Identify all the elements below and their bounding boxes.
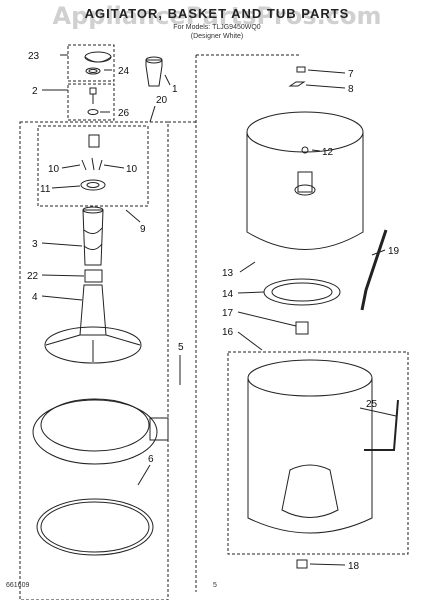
footer-code: 661609	[6, 582, 30, 589]
group-box-20	[19, 121, 169, 600]
group-box-23	[67, 44, 115, 82]
part-22-ratchet	[84, 269, 103, 283]
part-8-bracket	[288, 81, 306, 87]
callout-1: 1	[172, 84, 178, 95]
group-box-2	[67, 83, 115, 121]
callout-3: 3	[32, 239, 38, 250]
callout-5: 5	[178, 342, 184, 353]
callout-2: 2	[32, 86, 38, 97]
footer-page-number: 5	[213, 582, 217, 589]
callout-23: 23	[28, 51, 40, 62]
callout-4: 4	[32, 292, 38, 303]
callout-11: 11	[40, 184, 51, 195]
callout-18: 18	[348, 561, 360, 572]
callout-16: 16	[222, 327, 234, 338]
diagram-title: AGITATOR, BASKET AND TUB PARTS	[84, 6, 350, 21]
callout-13: 13	[222, 268, 234, 279]
callout-14: 14	[222, 289, 234, 300]
part-25-tube	[364, 399, 399, 451]
part-3-barrel	[82, 209, 104, 266]
callout-7: 7	[348, 69, 354, 80]
part-6-tub-ring	[32, 399, 158, 465]
part-2-bolt	[89, 87, 97, 95]
part-18-plug	[296, 559, 308, 569]
part-26-washer	[87, 109, 99, 115]
part-19-hose	[360, 229, 388, 311]
callout-19: 19	[388, 246, 400, 257]
callout-12: 12	[322, 147, 334, 158]
part-1-dispenser	[145, 59, 163, 87]
callout-22: 22	[27, 271, 39, 282]
watermark: AppliancePartsPros.com	[52, 2, 382, 30]
callout-17: 17	[222, 308, 234, 319]
part-10-dogs	[81, 157, 103, 171]
part-4-skirt	[44, 326, 142, 364]
callout-20: 20	[156, 95, 168, 106]
part-16-outer-tub	[247, 359, 373, 397]
group-box-16	[227, 351, 409, 555]
part-23-cap	[84, 51, 112, 63]
part-17-nut	[295, 321, 309, 335]
callout-9: 9	[140, 224, 146, 235]
diagram-subtitle-color: (Designer White)	[190, 33, 244, 40]
part-7-clip	[296, 66, 306, 73]
callout-25: 25	[366, 399, 378, 410]
part-6-gasket	[36, 498, 154, 556]
callout-24: 24	[118, 66, 130, 77]
diagram-subtitle-models: For Models: TLJG9450WQ0	[173, 24, 261, 31]
callout-6: 6	[148, 454, 154, 465]
callout-10-left: 10	[48, 164, 60, 175]
callout-8: 8	[348, 84, 354, 95]
group-box-9	[37, 125, 149, 207]
part-10-cam	[88, 134, 100, 148]
part-12-nut	[301, 146, 309, 154]
part-13-basket	[246, 111, 364, 153]
callout-10-right: 10	[126, 164, 138, 175]
callout-26: 26	[118, 108, 130, 119]
part-11-ring	[80, 179, 106, 191]
part-24-seal	[85, 67, 101, 75]
